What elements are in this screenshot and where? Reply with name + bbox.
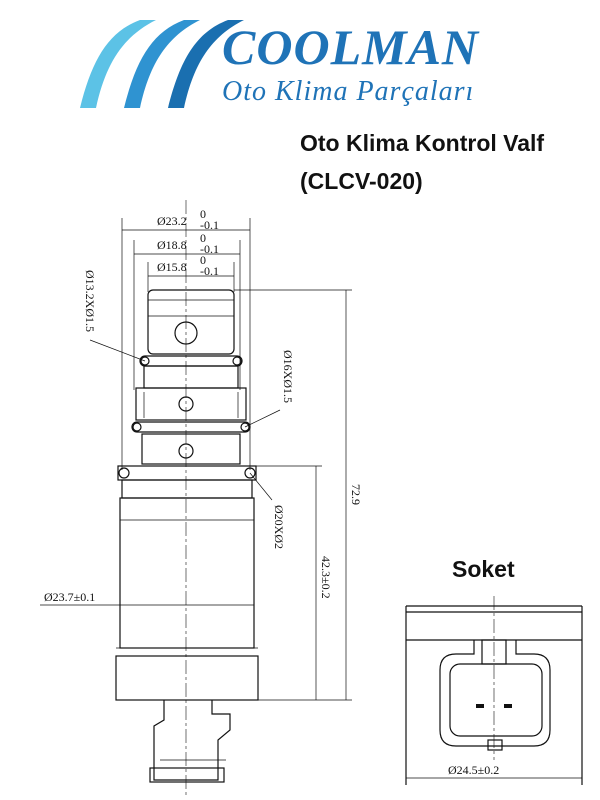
socket-label: Soket — [452, 556, 515, 582]
dim-18-8-tol-low: -0.1 — [200, 242, 219, 256]
socket-outline — [439, 640, 551, 747]
valve-base — [115, 655, 259, 701]
valve-neck — [141, 433, 241, 465]
socket-pin-right — [504, 704, 512, 708]
upper-port-hole — [174, 321, 198, 345]
logo-stripes-icon — [80, 20, 244, 108]
dim-18-8-tol-up: 0 — [200, 231, 206, 245]
valve-filter-section — [135, 387, 247, 421]
dim-15-8: Ø15.8 — [157, 260, 187, 274]
brand-name: COOLMAN — [222, 19, 480, 75]
dim-23-2-tol-low: -0.1 — [200, 218, 219, 232]
dim-13-2: Ø13.2XØ1.5 — [83, 270, 97, 332]
dim-18-8: Ø18.8 — [157, 238, 187, 252]
lower-port-hole — [178, 443, 194, 459]
dim-15-8-tol-low: -0.1 — [200, 264, 219, 278]
middle-port-hole — [178, 396, 194, 412]
dim-23-2: Ø23.2 — [157, 214, 187, 228]
dim-15-8-tol-up: 0 — [200, 253, 206, 267]
valve-top-cap — [147, 289, 235, 355]
o-ring-20 — [118, 467, 130, 479]
socket-inner — [449, 663, 543, 737]
dim-20: Ø20XØ2 — [272, 505, 286, 549]
dim-23-2-tol-up: 0 — [200, 207, 206, 221]
product-code: (CLCV-020) — [300, 168, 423, 194]
product-title: Oto Klima Kontrol Valf — [300, 130, 545, 156]
socket-dim: Ø24.5±0.2 — [448, 763, 499, 777]
brand-tagline: Oto Klima Parçaları — [222, 76, 475, 107]
dim-23-7: Ø23.7±0.1 — [44, 590, 95, 604]
dim-72-9: 72.9 — [349, 484, 363, 505]
coolman-logo — [80, 20, 244, 108]
socket-pin-left — [476, 704, 484, 708]
dim-16: Ø16XØ1.5 — [281, 350, 295, 403]
dim-42-3: 42.3±0.2 — [319, 556, 333, 599]
